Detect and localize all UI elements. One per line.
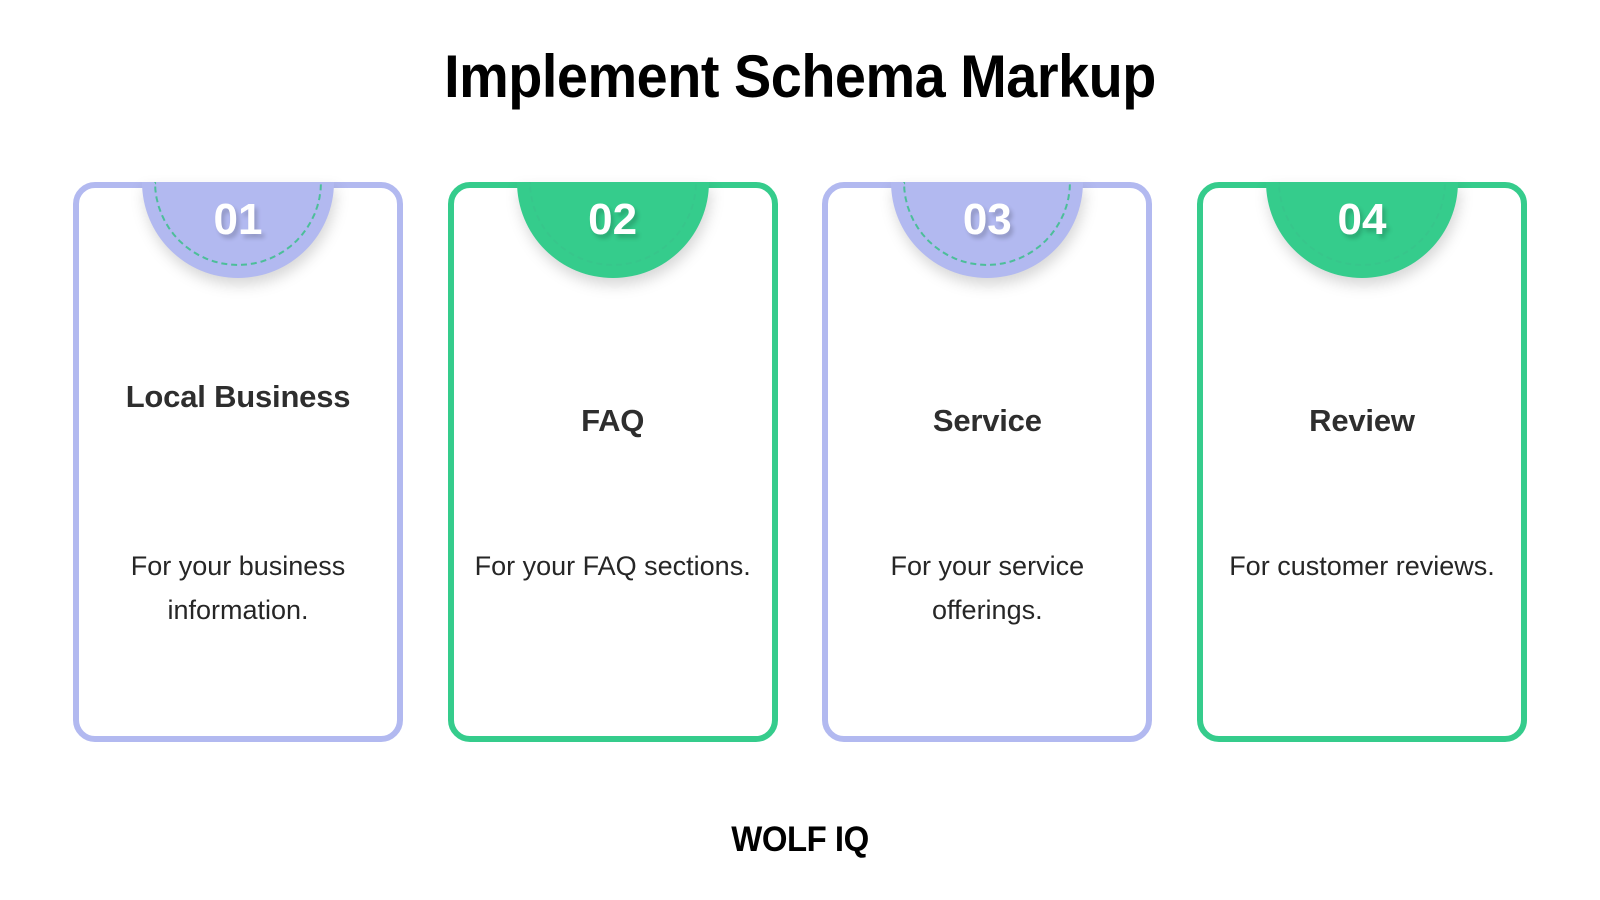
schema-card-review[interactable]: 04 Review For customer reviews. (1196, 182, 1527, 742)
card-heading: FAQ (581, 403, 645, 438)
step-number-label: 03 (962, 195, 1012, 244)
card-description: For your business information. (130, 551, 346, 625)
card-description: For customer reviews. (1229, 551, 1495, 581)
page-title: Implement Schema Markup (444, 43, 1156, 110)
schema-type-card-row: 01 Local Business For your business info… (73, 182, 1527, 742)
card-description: For your service offerings. (890, 551, 1085, 625)
card-description: For your FAQ sections. (474, 551, 751, 581)
step-badge-03: 03 (891, 182, 1084, 278)
card-heading: Review (1309, 403, 1415, 438)
step-number-label: 02 (588, 195, 638, 244)
step-badge-01: 01 (142, 182, 334, 278)
schema-card-faq[interactable]: 02 FAQ For your FAQ sections. (447, 182, 778, 742)
schema-card-service[interactable]: 03 Service For your service offerings. (822, 182, 1153, 742)
card-heading: Service (932, 403, 1042, 438)
step-number-label: 04 (1337, 195, 1387, 244)
schema-card-local-business[interactable]: 01 Local Business For your business info… (73, 182, 403, 742)
step-badge-04: 04 (1265, 182, 1458, 278)
brand-logo: WOLF IQ (731, 820, 869, 859)
step-badge-02: 02 (516, 182, 709, 278)
card-heading: Local Business (125, 379, 351, 414)
step-number-label: 01 (213, 195, 263, 244)
